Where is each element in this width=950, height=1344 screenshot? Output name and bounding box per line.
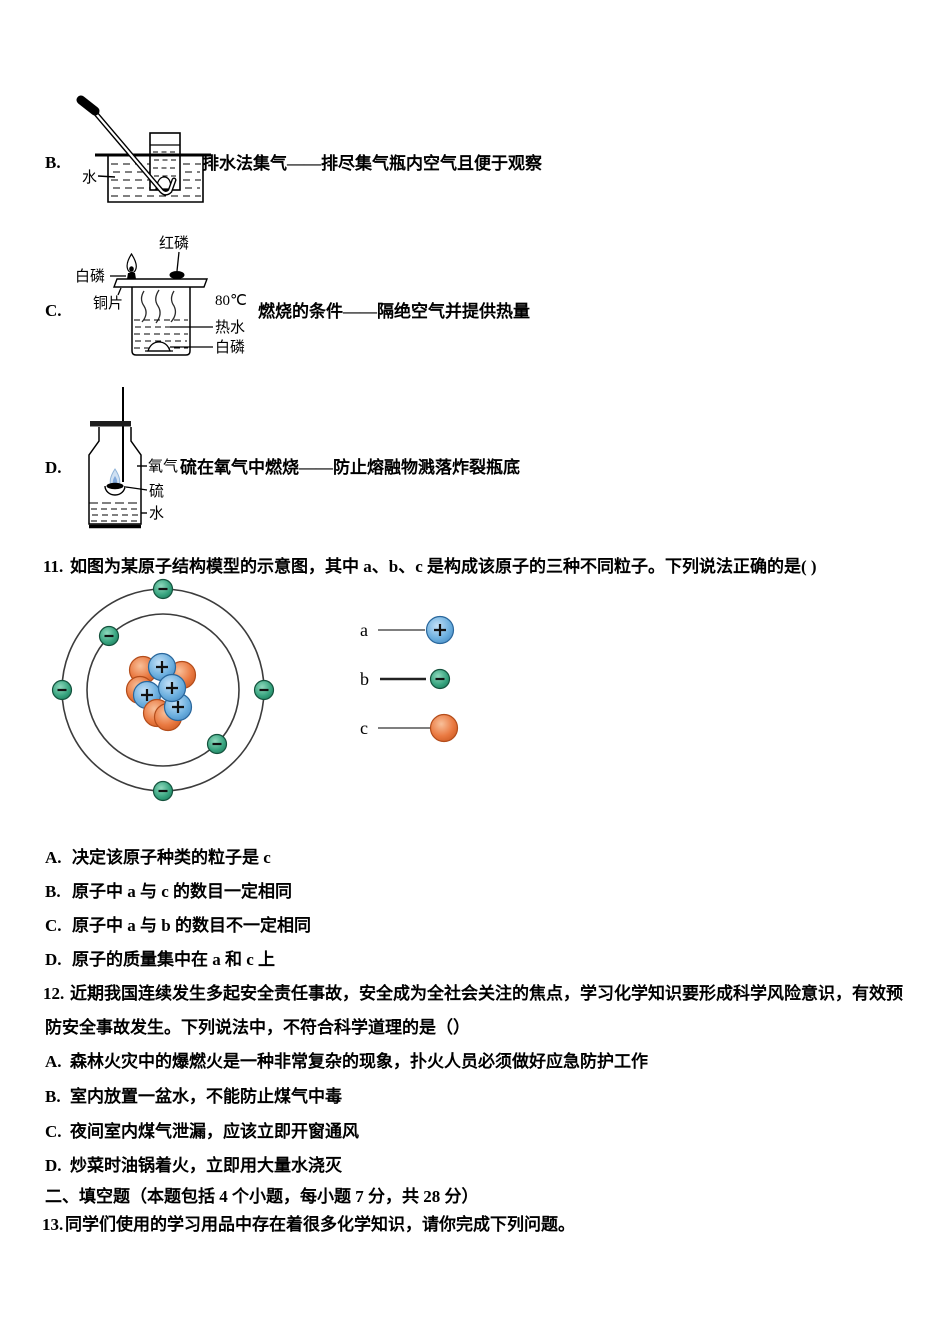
proton-icon (425, 615, 455, 645)
q11-stem: 如图为某原子结构模型的示意图，其中 a、b、c 是构成该原子的三种不同粒子。下列… (70, 557, 817, 576)
option-c-text: 燃烧的条件——隔绝空气并提供热量 (258, 302, 530, 321)
water-displacement-diagram: 水 (76, 95, 211, 203)
white-phosphorus-top-label: 白磷 (75, 268, 105, 285)
q11-option-b-letter: B. (45, 882, 61, 901)
sulfur-sample (106, 482, 124, 490)
q13-text: 同学们使用的学习用品中存在着很多化学知识，请你完成下列问题。 (65, 1215, 575, 1234)
copper-plate (112, 278, 209, 288)
q12-option-d-text: 炒菜时油锅着火，立即用大量水浇灭 (70, 1156, 342, 1175)
red-phosphorus-pointer (176, 251, 180, 272)
q11-option-a-text: 决定该原子种类的粒子是 c (72, 848, 271, 867)
white-phosphorus-cup (127, 273, 136, 279)
q12-stem-line2: 防安全事故发生。下列说法中，不符合科学道理的是（） (45, 1018, 470, 1037)
combustion-condition-diagram: 红磷 白磷 铜片 80℃ 热水 白磷 (75, 235, 247, 356)
sulfur-in-oxygen-diagram: 氧气 硫 水 (88, 387, 178, 529)
section2-heading: 二、填空题（本题包括 4 个小题，每小题 7 分，共 28 分） (45, 1187, 479, 1206)
legend-key-b: b (360, 669, 369, 689)
q12-option-c-letter: C. (45, 1122, 62, 1141)
beaker (131, 287, 191, 356)
water-trough (107, 156, 204, 203)
option-b-text: 排水法集气——排尽集气瓶内空气且便于观察 (202, 154, 542, 173)
q11-option-c-letter: C. (45, 916, 62, 935)
red-phosphorus-blob (169, 271, 185, 279)
copper-sheet-label: 铜片 (93, 295, 123, 312)
atom-model-diagram: a b c (51, 578, 459, 802)
oxygen-label: 氧气 (148, 458, 178, 475)
temperature-label: 80℃ (215, 293, 247, 309)
q11-option-a-letter: A. (45, 848, 62, 867)
q12-option-a-letter: A. (45, 1052, 62, 1071)
q11-number: 11. (43, 557, 64, 576)
q12-option-b-letter: B. (45, 1087, 61, 1106)
q12-option-c-text: 夜间室内煤气泄漏，应该立即开窗通风 (70, 1122, 359, 1141)
steam-squiggles (140, 289, 177, 324)
electron-icon (429, 668, 451, 690)
trough-water-dashes (111, 163, 201, 197)
q12-number: 12. (43, 984, 65, 1003)
q11-option-d-letter: D. (45, 950, 62, 969)
q13-number: 13. (42, 1215, 64, 1234)
water-label: 水 (149, 505, 164, 522)
option-c-letter: C. (45, 301, 62, 320)
inner-electron-orbit (86, 613, 240, 767)
legend-key-a: a (360, 620, 368, 640)
q12-option-a-text: 森林火灾中的爆燃火是一种非常复杂的现象，扑火人员必须做好应急防护工作 (70, 1052, 648, 1071)
option-b-letter: B. (45, 153, 61, 172)
white-phosphorus-mound (147, 341, 171, 352)
white-phosphorus-bottom-label: 白磷 (215, 339, 245, 356)
neutron-icon (429, 713, 459, 743)
red-phosphorus-label: 红磷 (159, 235, 189, 252)
hot-water-label: 热水 (215, 319, 245, 336)
copper-sheet-pointer (117, 287, 122, 296)
q12-option-d-letter: D. (45, 1156, 62, 1175)
bottom-water-dashes (91, 508, 139, 522)
nucleus (125, 652, 197, 732)
oxygen-bottle (88, 427, 142, 525)
q11-option-c-text: 原子中 a 与 b 的数目不一定相同 (72, 916, 311, 935)
q12-option-b-text: 室内放置一盆水，不能防止煤气中毒 (70, 1087, 342, 1106)
q11-option-b-text: 原子中 a 与 c 的数目一定相同 (72, 882, 293, 901)
q11-option-d-text: 原子的质量集中在 a 和 c 上 (72, 950, 276, 969)
blue-flame-core (112, 476, 118, 485)
water-label: 水 (82, 169, 97, 186)
sulfur-label: 硫 (149, 483, 164, 500)
delivery-tube-inner (90, 107, 176, 195)
option-d-letter: D. (45, 458, 62, 477)
water-label-line (97, 175, 116, 178)
q12-stem-line1: 近期我国连续发生多起安全责任事故，安全成为全社会关注的焦点，学习化学知识要形成科… (70, 984, 903, 1003)
tube-mouthpiece (76, 95, 100, 116)
bottle-lid (90, 421, 131, 427)
option-d-text: 硫在氧气中燃烧——防止熔融物溅落炸裂瓶底 (180, 458, 520, 477)
particle-legend: a b c (360, 615, 459, 743)
legend-key-c: c (360, 718, 368, 738)
flame-core (129, 266, 134, 272)
sulfur-pointer (125, 486, 148, 491)
